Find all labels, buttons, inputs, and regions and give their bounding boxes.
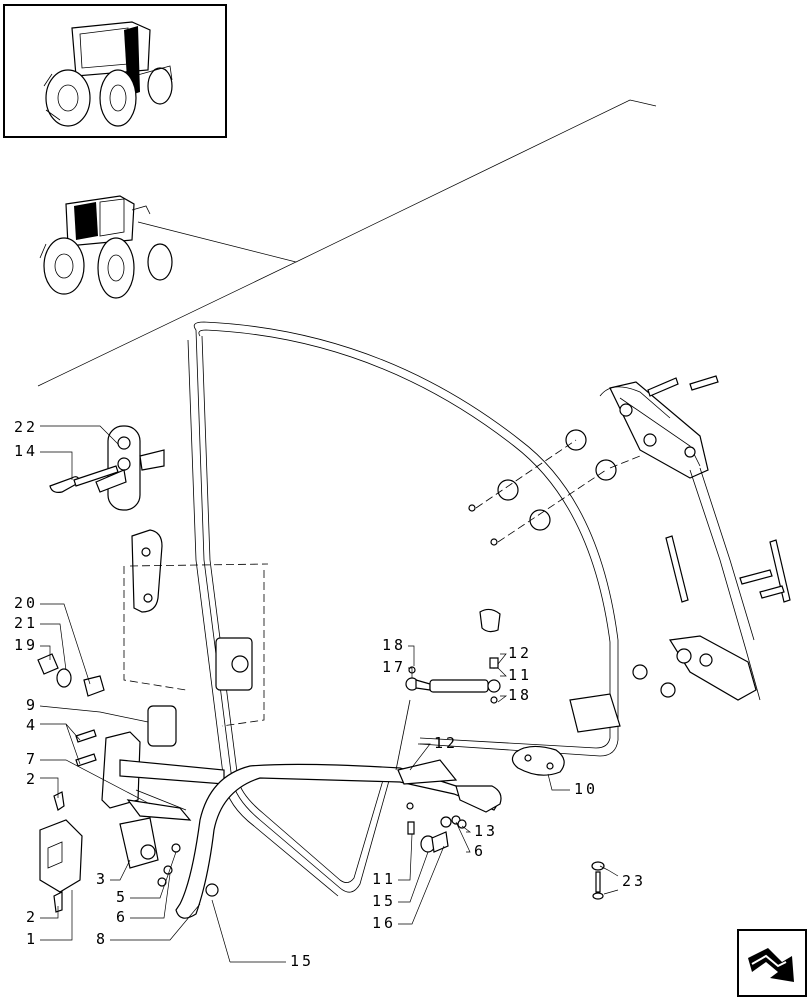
callout-13: 13 bbox=[474, 822, 498, 840]
callout-12-top: 12 bbox=[508, 644, 532, 662]
callout-20: 20 bbox=[14, 594, 38, 612]
callout-12-mid: 12 bbox=[434, 734, 458, 752]
callout-5: 5 bbox=[116, 888, 128, 906]
callout-16: 16 bbox=[372, 914, 396, 932]
latch-small-parts bbox=[37, 653, 105, 697]
callout-8: 8 bbox=[96, 930, 108, 948]
cover-plate bbox=[147, 705, 177, 747]
callout-labels: 22 14 20 21 19 9 4 7 2 2 1 3 5 6 8 15 18… bbox=[14, 418, 646, 970]
callout-23: 23 bbox=[622, 872, 646, 890]
door-glass bbox=[187, 321, 619, 897]
callout-18-bottom: 18 bbox=[508, 686, 532, 704]
pull-handle-plate bbox=[511, 745, 565, 776]
striker-plate bbox=[49, 425, 165, 511]
callout-10: 10 bbox=[574, 780, 598, 798]
callout-14: 14 bbox=[14, 442, 38, 460]
callout-22: 22 bbox=[14, 418, 38, 436]
fastener-23 bbox=[591, 861, 605, 900]
callout-15-right: 15 bbox=[372, 892, 396, 910]
callout-7: 7 bbox=[26, 750, 38, 768]
callout-2-top: 2 bbox=[26, 770, 38, 788]
door-hinges bbox=[468, 375, 791, 701]
latch-bracket bbox=[123, 529, 269, 727]
callout-6-right: 6 bbox=[474, 842, 486, 860]
door-handle bbox=[175, 759, 502, 919]
leader-lines bbox=[39, 425, 619, 963]
callout-1: 1 bbox=[26, 930, 38, 948]
callout-2-bottom: 2 bbox=[26, 908, 38, 926]
callout-3: 3 bbox=[96, 870, 108, 888]
tractor-location-icon bbox=[39, 195, 173, 299]
next-page-arrow-icon[interactable] bbox=[737, 929, 807, 997]
callout-6-left: 6 bbox=[116, 908, 128, 926]
rear-panel-tab bbox=[569, 693, 621, 733]
callout-9: 9 bbox=[26, 696, 38, 714]
callout-19: 19 bbox=[14, 636, 38, 654]
callout-18-top: 18 bbox=[382, 636, 406, 654]
callout-17: 17 bbox=[382, 658, 406, 676]
callout-21: 21 bbox=[14, 614, 38, 632]
callout-11-bottom: 11 bbox=[372, 870, 396, 888]
callout-11-top: 11 bbox=[508, 666, 532, 684]
callout-15-bottom: 15 bbox=[290, 952, 314, 970]
tractor-thumbnail-icon bbox=[3, 4, 227, 138]
callout-4: 4 bbox=[26, 716, 38, 734]
